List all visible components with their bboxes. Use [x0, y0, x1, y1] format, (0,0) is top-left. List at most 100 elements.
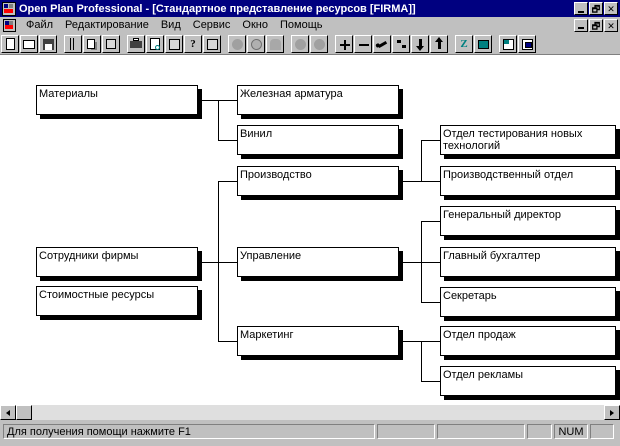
node-glavnyy-buhgalter[interactable]: Главный бухгалтер — [440, 247, 616, 277]
conn-prod-trunk — [421, 140, 422, 181]
print-icon[interactable] — [127, 34, 145, 53]
move-up-icon[interactable] — [430, 34, 448, 53]
node-label: Винил — [240, 128, 273, 140]
horizontal-scrollbar[interactable] — [0, 404, 620, 420]
node-materialy[interactable]: Материалы — [36, 85, 198, 115]
app-icon — [2, 1, 16, 16]
document-icon[interactable] — [3, 18, 16, 32]
resource-dome-icon[interactable] — [266, 34, 284, 53]
conn-sekretar-in — [421, 302, 440, 303]
resource-circle-icon[interactable] — [228, 34, 246, 53]
paste-icon[interactable] — [102, 34, 120, 53]
hscroll-track[interactable] — [16, 405, 604, 420]
conn-proizvodstvo-in — [218, 181, 237, 182]
menu-item-window[interactable]: Окно — [242, 19, 268, 31]
context-help-icon[interactable] — [203, 34, 221, 53]
cascade-windows-icon[interactable] — [518, 34, 536, 53]
node-upravlenie[interactable]: Управление — [237, 247, 399, 277]
node-stoimostnye-resursy[interactable]: Стоимостные ресурсы — [36, 286, 198, 316]
zoom-z-glyph: Z — [460, 37, 468, 50]
node-label: Отдел продаж — [443, 329, 516, 341]
help-icon[interactable]: ? — [184, 34, 202, 53]
resource-pool-icon[interactable] — [291, 34, 309, 53]
conn-vinil-in — [218, 140, 237, 141]
hscroll-thumb[interactable] — [16, 405, 32, 420]
toolbar-separator — [221, 35, 227, 53]
conn-upravlenie-in — [218, 262, 237, 263]
table-icon[interactable] — [474, 34, 492, 53]
node-label: Производственный отдел — [443, 169, 574, 181]
node-label: Отдел рекламы — [443, 369, 524, 381]
conn-reklamy-in — [421, 381, 440, 382]
node-label: Главный бухгалтер — [443, 250, 541, 262]
status-hint: Для получения помощи нажмите F1 — [3, 424, 375, 439]
sort-icon[interactable] — [165, 34, 183, 53]
node-generalnyy-direktor[interactable]: Генеральный директор — [440, 206, 616, 236]
print-preview-icon[interactable] — [146, 34, 164, 53]
conn-marketing-out — [399, 341, 421, 342]
node-otdel-testirovaniya[interactable]: Отдел тестирования новых технологий — [440, 125, 616, 155]
node-proizvodstvennyy-otdel[interactable]: Производственный отдел — [440, 166, 616, 196]
node-zhel-armatura[interactable]: Железная арматура — [237, 85, 399, 115]
menu-item-file[interactable]: Файл — [26, 19, 54, 31]
new-icon[interactable] — [1, 34, 19, 53]
node-sekretar[interactable]: Секретарь — [440, 287, 616, 317]
conn-prodazh-in — [421, 341, 440, 342]
menu-item-edit[interactable]: Редактирование — [65, 19, 149, 31]
node-vinil[interactable]: Винил — [237, 125, 399, 155]
conn-upravlenie-out — [399, 262, 421, 263]
minimize-button[interactable] — [574, 2, 588, 15]
close-button[interactable]: ✕ — [604, 2, 618, 15]
resource-detail-icon[interactable] — [247, 34, 265, 53]
add-icon[interactable] — [335, 34, 353, 53]
node-label: Отдел тестирования новых технологий — [443, 128, 583, 152]
conn-sotrudniki-trunk — [218, 181, 219, 341]
conn-buhgalter-in — [421, 262, 440, 263]
node-proizvodstvo[interactable]: Производство — [237, 166, 399, 196]
menu-item-tools[interactable]: Сервис — [192, 19, 231, 31]
child-close-button[interactable]: ✕ — [604, 18, 618, 32]
status-panel-2 — [377, 424, 435, 439]
tile-windows-icon[interactable] — [499, 34, 517, 53]
node-label: Железная арматура — [240, 88, 343, 100]
conn-proizvodstvo-out — [399, 181, 421, 182]
step-icon[interactable] — [392, 34, 410, 53]
toolbar-separator — [328, 35, 334, 53]
toolbar-separator — [57, 35, 63, 53]
open-icon[interactable] — [20, 34, 38, 53]
conn-materialy-trunk — [218, 100, 219, 140]
mdi-child-controls: 🗗 ✕ — [574, 18, 618, 32]
menu-item-view[interactable]: Вид — [160, 19, 181, 31]
conn-mkt-trunk — [421, 341, 422, 381]
copy-icon[interactable] — [83, 34, 101, 53]
node-otdel-reklamy[interactable]: Отдел рекламы — [440, 366, 616, 396]
node-marketing[interactable]: Маркетинг — [237, 326, 399, 356]
child-minimize-button[interactable] — [574, 18, 588, 32]
restore-button[interactable]: 🗗 — [589, 2, 603, 15]
node-sotrudniki-firmy[interactable]: Сотрудники фирмы — [36, 247, 198, 277]
scroll-left-icon[interactable] — [0, 405, 16, 420]
conn-sotrudniki-out — [198, 262, 218, 263]
menu-item-help[interactable]: Помощь — [279, 19, 323, 31]
move-down-icon[interactable] — [411, 34, 429, 53]
cut-icon[interactable] — [64, 34, 82, 53]
scroll-right-icon[interactable] — [604, 405, 620, 420]
toolbar-separator — [492, 35, 498, 53]
node-label: Управление — [240, 250, 302, 262]
delete-icon[interactable] — [354, 34, 372, 53]
title-bar: Open Plan Professional - [Стандартное пр… — [0, 0, 620, 17]
node-label: Маркетинг — [240, 329, 294, 341]
window-title: Open Plan Professional - [Стандартное пр… — [19, 2, 416, 15]
child-restore-button[interactable]: 🗗 — [589, 18, 603, 32]
node-label: Сотрудники фирмы — [39, 250, 139, 262]
resource-skill-icon[interactable] — [310, 34, 328, 53]
zoom-icon[interactable]: Z — [455, 34, 473, 53]
node-label: Секретарь — [443, 290, 497, 302]
save-icon[interactable] — [39, 34, 57, 53]
status-bar: Для получения помощи нажмите F1 NUM — [0, 422, 620, 446]
node-otdel-prodazh[interactable]: Отдел продаж — [440, 326, 616, 356]
menu-bar: Файл Редактирование Вид Сервис Окно Помо… — [0, 17, 620, 34]
link-icon[interactable] — [373, 34, 391, 53]
